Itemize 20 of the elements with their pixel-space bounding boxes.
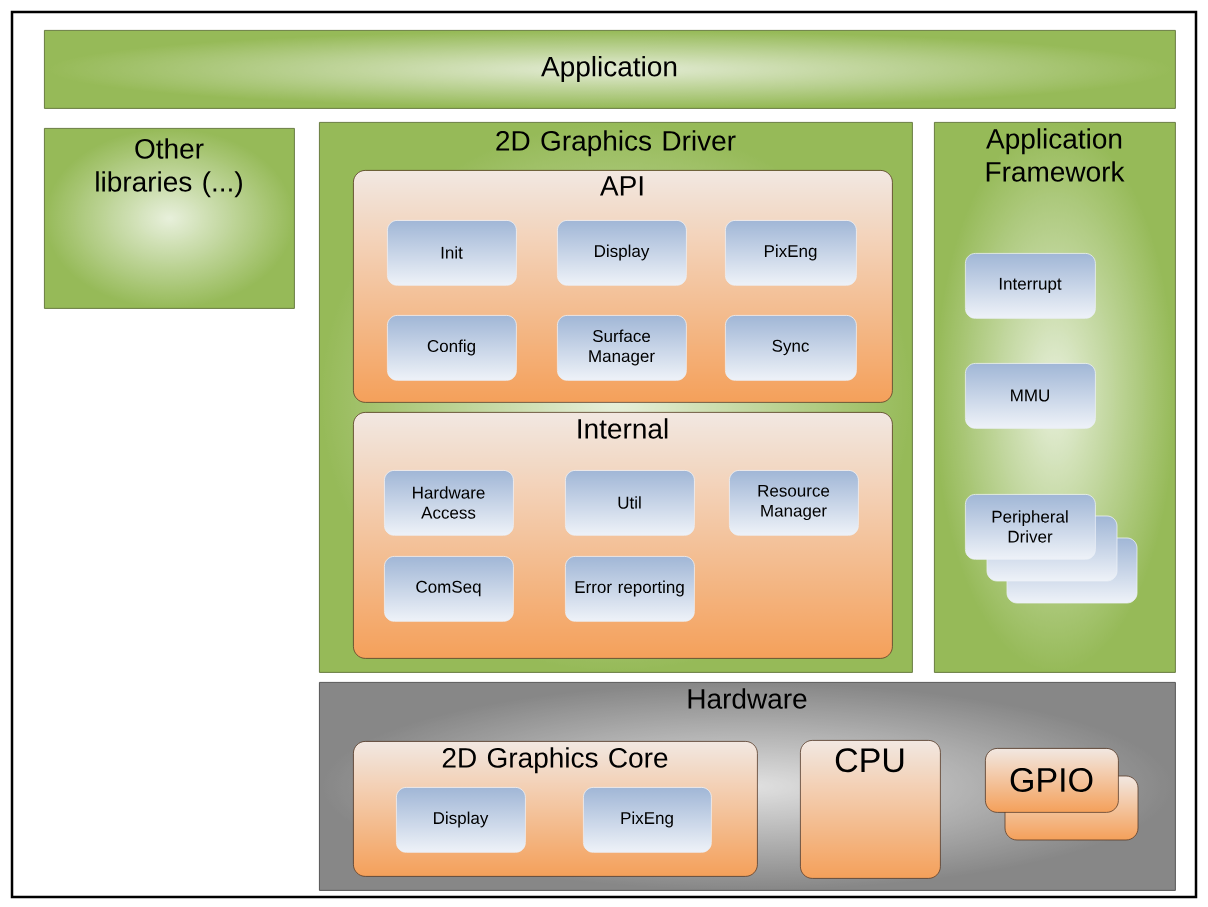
module-box: ComSeq: [384, 556, 514, 622]
stacked-box: GPIO: [985, 748, 1139, 841]
module-box: Util: [565, 470, 695, 536]
module-box: MMU: [965, 363, 1096, 429]
module-box: Display: [557, 220, 687, 286]
module-box: PixEng: [583, 787, 712, 853]
module-box: Hardware Access: [384, 470, 514, 536]
stacked-box: Peripheral Driver: [965, 494, 1138, 604]
module-box: PixEng: [725, 220, 857, 286]
module-box: Surface Manager: [557, 315, 687, 381]
module-box: Display: [396, 787, 526, 853]
module-box: Error reporting: [565, 556, 695, 622]
component-group: CPU: [800, 740, 941, 879]
layer-band: Application: [44, 30, 1176, 109]
module-box: Sync: [725, 315, 857, 381]
module-box: Resource Manager: [729, 470, 859, 536]
module-box: Init: [387, 220, 517, 286]
module-box: Interrupt: [965, 253, 1096, 319]
module-panel: Other libraries (...): [44, 128, 295, 309]
module-box: Config: [387, 315, 517, 381]
